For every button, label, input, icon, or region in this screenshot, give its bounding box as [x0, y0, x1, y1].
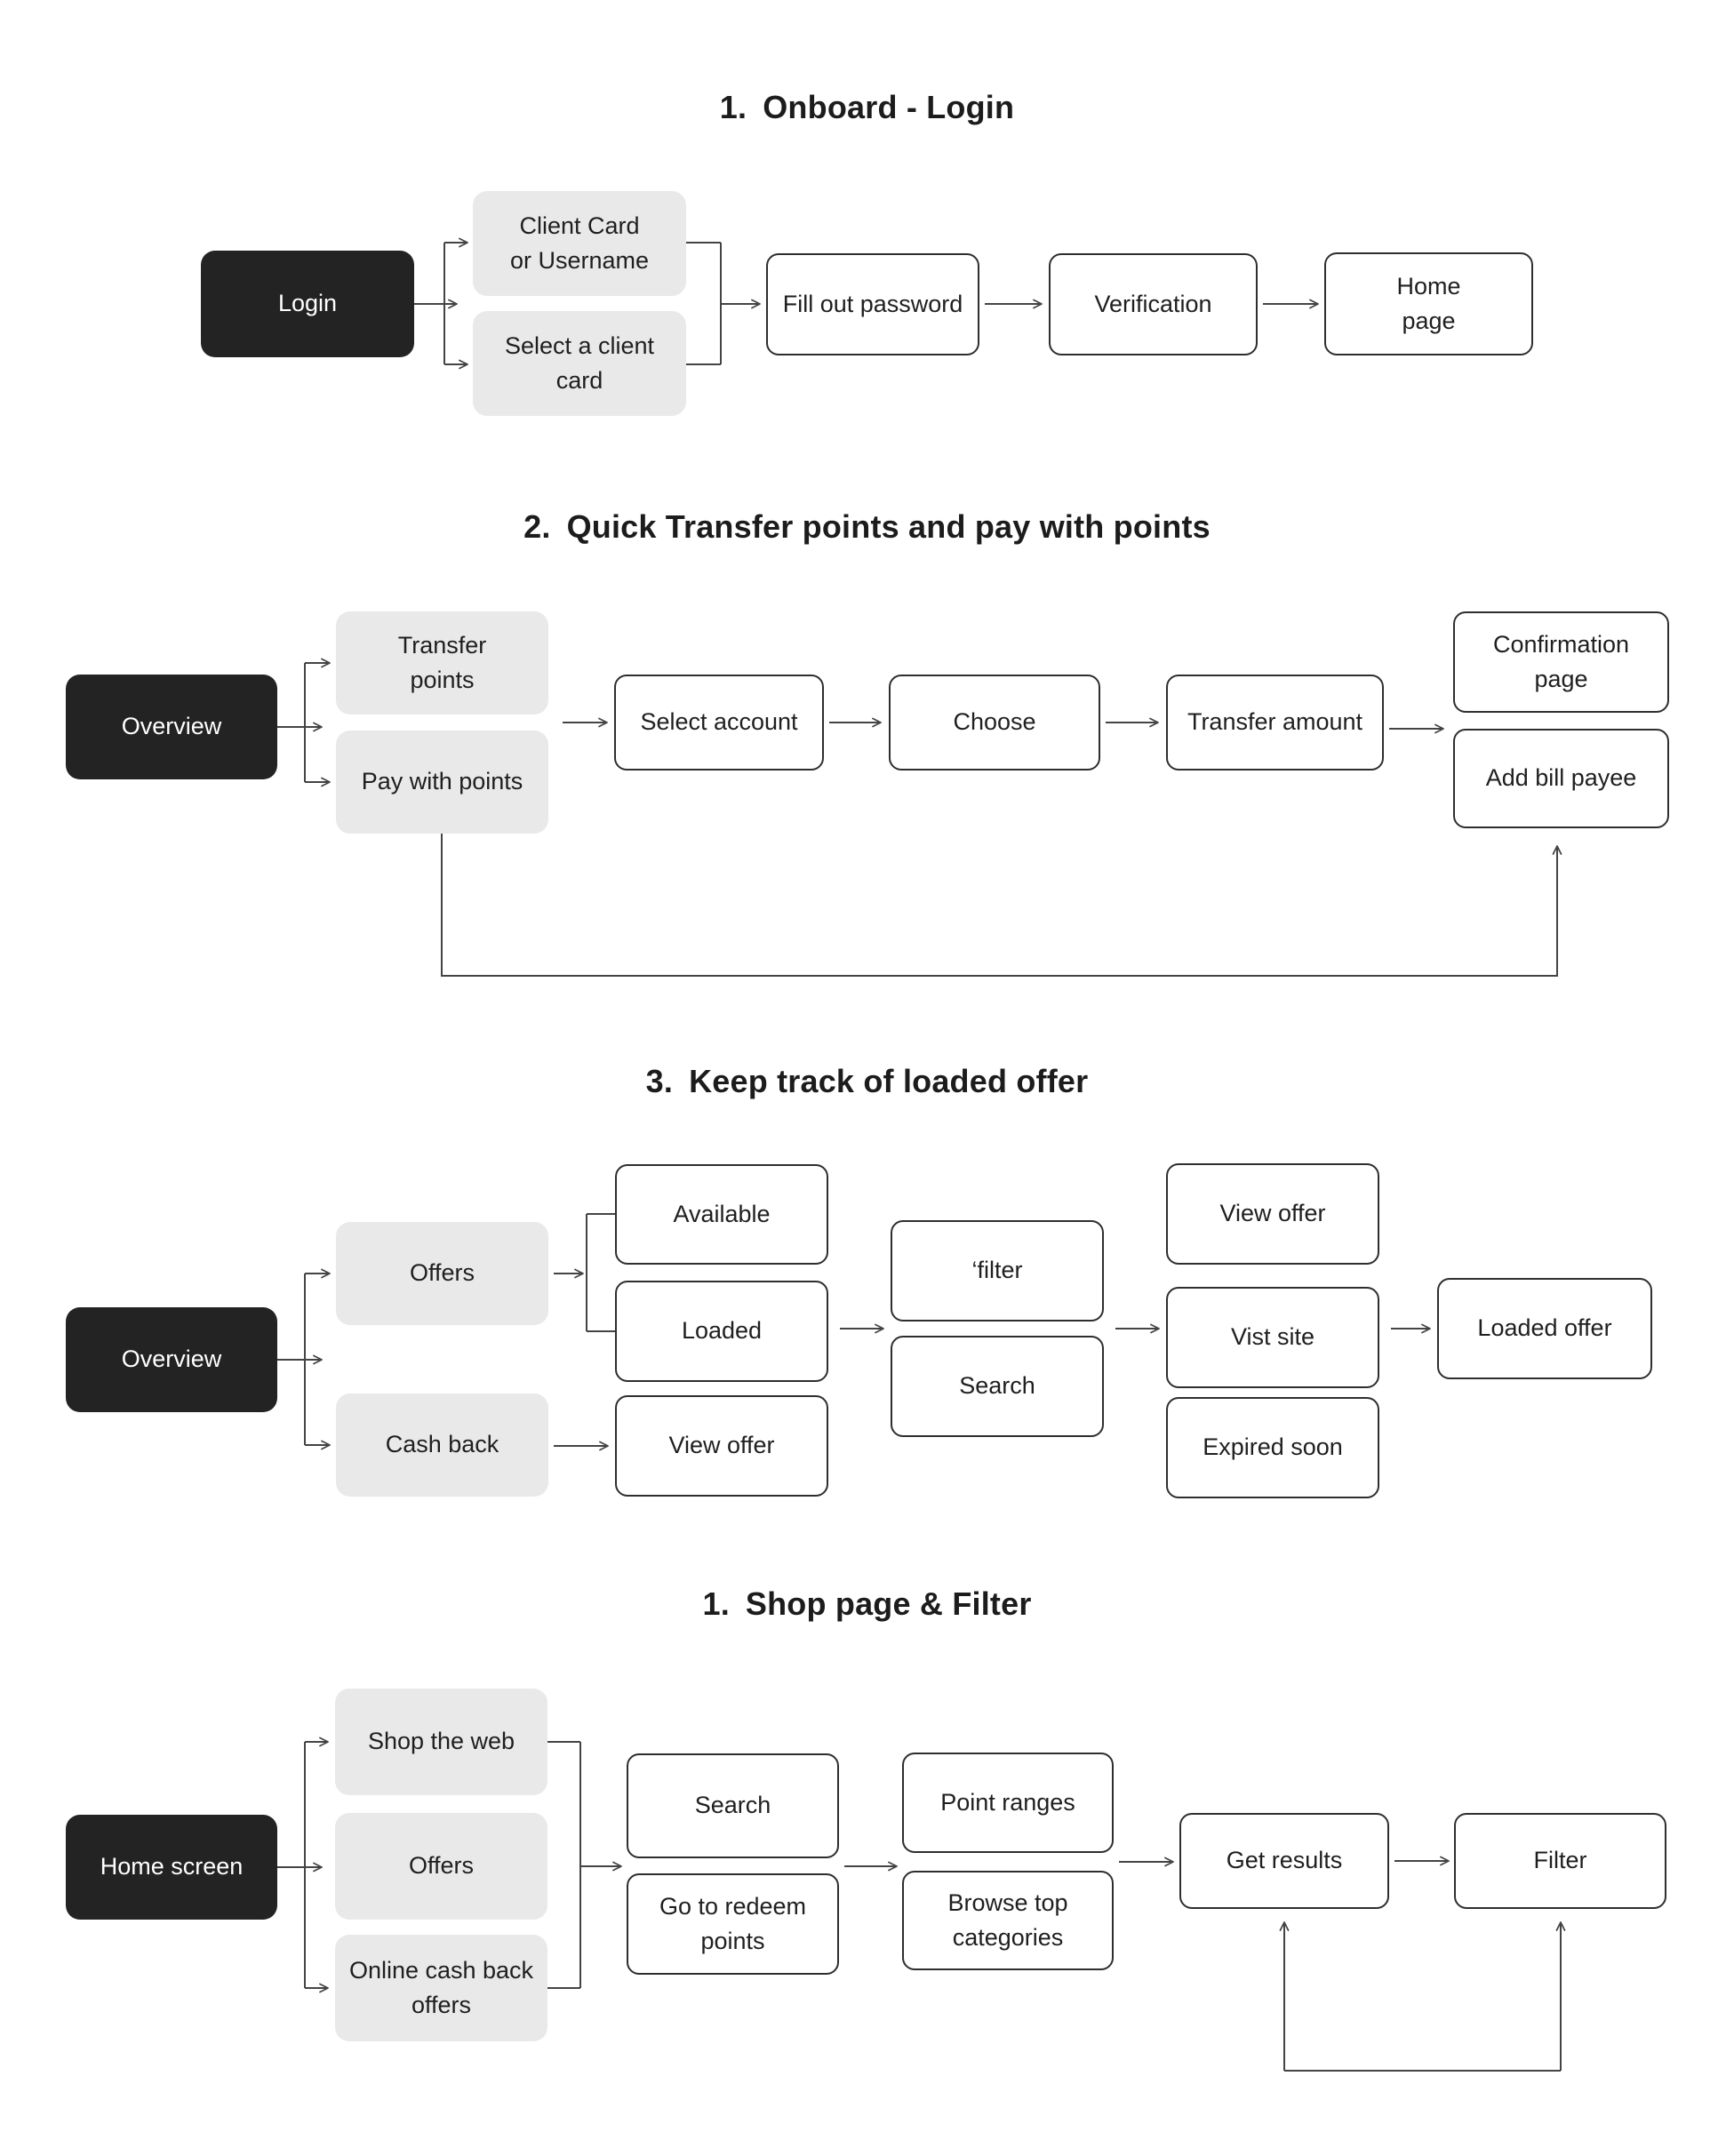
section-1-number: 1.: [719, 89, 747, 125]
node-browse-top-categories: Browse top categories: [902, 1871, 1114, 1970]
node-label: Add bill payee: [1485, 764, 1637, 792]
node-label: Overview: [121, 1346, 222, 1373]
node-fill-out-password: Fill out password: [766, 253, 979, 355]
node-point-ranges: Point ranges: [902, 1753, 1114, 1853]
node-expired-soon: Expired soon: [1166, 1397, 1379, 1498]
node-online-cash-back-offers: Online cash back offers: [335, 1935, 547, 2041]
node-label: View offer: [668, 1432, 775, 1459]
node-label: Home screen: [100, 1853, 244, 1881]
node-label: Filter: [1533, 1847, 1587, 1874]
connector-pay-with-points-to-add-bill-payee: [441, 834, 1562, 977]
node-client-card-or-username: Client Card or Username: [473, 191, 686, 296]
node-overview-transfer: Overview: [66, 675, 277, 779]
node-label: Login: [277, 290, 338, 317]
section-3-title: 3. Keep track of loaded offer: [0, 1063, 1734, 1100]
node-label: Offers: [409, 1259, 475, 1287]
node-label: Pay with points: [361, 768, 523, 795]
node-label: Get results: [1226, 1847, 1343, 1874]
node-offers: Offers: [336, 1222, 548, 1325]
node-choose: Choose: [889, 675, 1100, 771]
node-home-page: Home page: [1324, 252, 1533, 355]
node-get-results: Get results: [1179, 1813, 1389, 1909]
node-add-bill-payee: Add bill payee: [1453, 729, 1669, 828]
node-transfer-amount: Transfer amount: [1166, 675, 1384, 771]
node-label: Choose: [953, 708, 1036, 736]
node-label: Overview: [121, 713, 222, 740]
node-label: Loaded offer: [1477, 1314, 1612, 1342]
node-pay-with-points: Pay with points: [336, 731, 548, 834]
section-3-number: 3.: [645, 1063, 674, 1099]
node-label: Fill out password: [782, 290, 963, 317]
node-cash-back: Cash back: [336, 1393, 548, 1497]
node-loaded: Loaded: [615, 1281, 828, 1382]
node-available: Available: [615, 1164, 828, 1265]
node-select-a-client-card: Select a client card: [473, 311, 686, 416]
node-home-screen: Home screen: [66, 1815, 277, 1920]
section-2-number: 2.: [523, 508, 551, 545]
node-label: Select account: [640, 708, 798, 736]
node-label: Browse top categories: [947, 1888, 1068, 1951]
node-label: Confirmation page: [1492, 630, 1630, 692]
node-label: Cash back: [385, 1431, 499, 1458]
section-3-heading: Keep track of loaded offer: [689, 1063, 1089, 1099]
node-label: Point ranges: [940, 1788, 1075, 1816]
node-label: Shop the web: [367, 1728, 515, 1755]
node-search-shop: Search: [627, 1753, 839, 1858]
section-1-heading: Onboard - Login: [763, 89, 1015, 125]
section-1-title: 1. Onboard - Login: [0, 89, 1734, 126]
section-4-number: 1.: [702, 1585, 730, 1622]
node-label: Search: [694, 1792, 771, 1819]
node-view-offer: View offer: [1166, 1163, 1379, 1265]
node-filter: Filter: [1454, 1813, 1666, 1909]
node-confirmation-page: Confirmation page: [1453, 611, 1669, 713]
node-label: Transfer amount: [1187, 708, 1363, 736]
node-select-account: Select account: [614, 675, 824, 771]
node-shop-the-web: Shop the web: [335, 1689, 547, 1795]
node-label: Go to redeem points: [659, 1892, 807, 1954]
node-verification: Verification: [1049, 253, 1258, 355]
node-label: Verification: [1094, 290, 1212, 317]
node-label: Available: [673, 1200, 771, 1227]
node-login: Login: [201, 251, 414, 357]
node-label: Search: [959, 1372, 1035, 1400]
node-label: View offer: [1219, 1200, 1326, 1227]
node-search-offers: Search: [891, 1336, 1104, 1437]
node-overview-offers: Overview: [66, 1307, 277, 1412]
node-label: Loaded: [681, 1317, 763, 1345]
node-offers-shop: Offers: [335, 1813, 547, 1920]
node-label: Select a client card: [504, 331, 655, 394]
node-label: Transfer points: [397, 631, 487, 693]
node-go-to-redeem-points: Go to redeem points: [627, 1873, 839, 1975]
node-label: Vist site: [1230, 1323, 1315, 1351]
node-filter-quote: ‘filter: [891, 1220, 1104, 1322]
section-4-heading: Shop page & Filter: [745, 1585, 1032, 1622]
node-loaded-offer: Loaded offer: [1437, 1278, 1652, 1379]
node-label: Expired soon: [1203, 1433, 1343, 1461]
node-transfer-points: Transfer points: [336, 611, 548, 715]
section-4-title: 1. Shop page & Filter: [0, 1585, 1734, 1623]
node-vist-site: Vist site: [1166, 1287, 1379, 1388]
node-label: Client Card or Username: [509, 212, 650, 274]
node-label: ‘filter: [971, 1257, 1023, 1284]
section-2-title: 2. Quick Transfer points and pay with poi…: [0, 508, 1734, 546]
node-view-offer-cashback: View offer: [615, 1395, 828, 1497]
section-2-heading: Quick Transfer points and pay with point…: [566, 508, 1211, 545]
node-label: Online cash back offers: [348, 1956, 534, 2018]
node-label: Offers: [408, 1852, 475, 1880]
node-label: Home page: [1396, 272, 1461, 334]
